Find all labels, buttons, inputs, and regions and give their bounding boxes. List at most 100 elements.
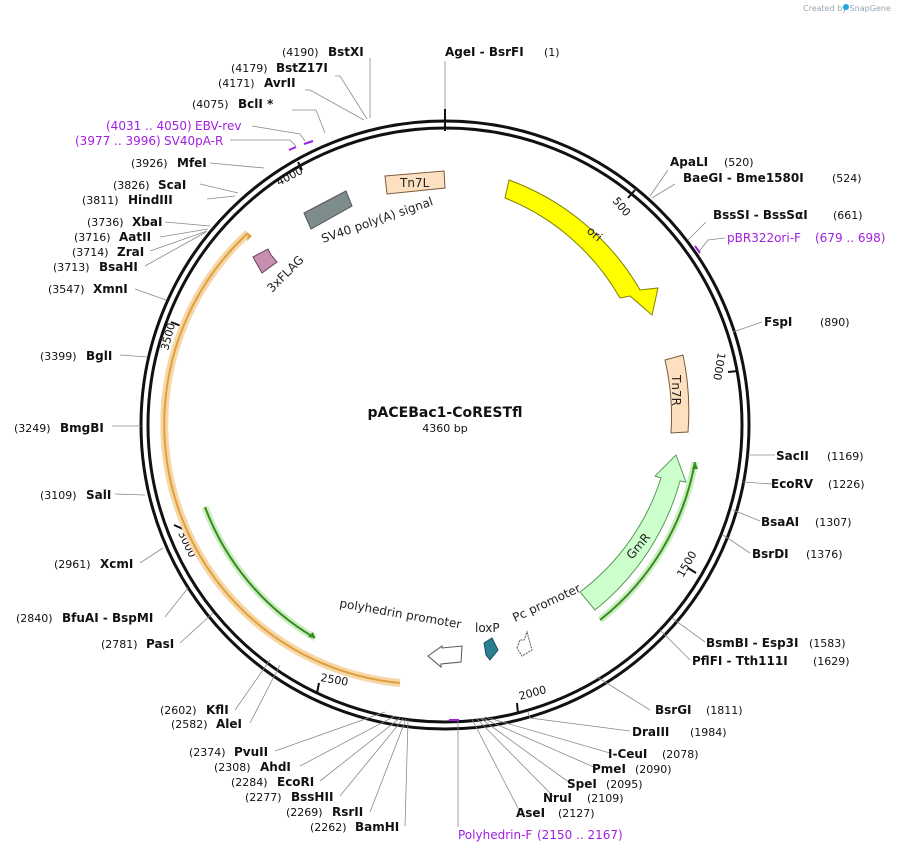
enzyme-position: (3714) xyxy=(72,246,109,259)
enzyme-position: (2284) xyxy=(231,776,268,789)
enzyme-label[interactable]: BclI * xyxy=(238,97,274,111)
enzyme-label[interactable]: BsaHI xyxy=(99,260,138,274)
feature-polyhedrin-promoter[interactable]: polyhedrin promoter xyxy=(338,596,463,669)
enzyme-position: (3826) xyxy=(113,179,150,192)
feature-tn7r[interactable]: Tn7R xyxy=(664,354,690,434)
feature-pc-promoter[interactable]: Pc promoter xyxy=(510,581,583,657)
enzyme-position: (3716) xyxy=(74,231,111,244)
feature-sv40-polya[interactable]: SV40 poly(A) signal xyxy=(303,190,435,246)
enzyme-label[interactable]: PasI xyxy=(146,637,174,651)
enzyme-position: (2961) xyxy=(54,558,91,571)
enzyme-label[interactable]: BmgBI xyxy=(60,421,104,435)
enzyme-label[interactable]: ZraI xyxy=(117,245,144,259)
primer-position: (3977 .. 3996) xyxy=(75,134,161,148)
primer-label[interactable]: EBV-rev xyxy=(195,119,241,133)
enzyme-label[interactable]: XcmI xyxy=(100,557,133,571)
enzyme-label[interactable]: AatII xyxy=(119,230,151,244)
enzyme-label[interactable]: BsmBI - Esp3I xyxy=(706,636,798,650)
enzyme-label[interactable]: XmnI xyxy=(93,282,128,296)
enzyme-label[interactable]: BfuAI - BspMI xyxy=(62,611,153,625)
enzyme-position: (1) xyxy=(544,46,560,59)
enzyme-label[interactable]: PflFI - Tth111I xyxy=(692,654,788,668)
enzyme-label[interactable]: KflI xyxy=(206,703,229,717)
enzyme-label[interactable]: BsaAI xyxy=(761,515,799,529)
enzyme-label[interactable]: AleI xyxy=(216,717,242,731)
feature-3xflag[interactable]: 3xFLAG xyxy=(252,248,307,295)
primer-label[interactable]: pBR322ori-F xyxy=(727,231,801,245)
primer-label[interactable]: Polyhedrin-F xyxy=(458,828,532,842)
enzyme-position: (2090) xyxy=(635,763,672,776)
tick-label: 1500 xyxy=(674,549,699,580)
enzyme-label[interactable]: BstXI xyxy=(328,45,364,59)
orange-arc-line xyxy=(163,232,401,684)
enzyme-label[interactable]: ApaLI xyxy=(670,155,708,169)
enzyme-label[interactable]: SalI xyxy=(86,488,111,502)
enzyme-position: (3109) xyxy=(40,489,77,502)
enzyme-label[interactable]: BaeGI - Bme1580I xyxy=(683,171,804,185)
enzyme-label[interactable]: BssSI - BssSαI xyxy=(713,208,808,222)
enzyme-position: (1226) xyxy=(828,478,865,491)
enzyme-label[interactable]: MfeI xyxy=(177,156,207,170)
plasmid-name: pACEBac1-CoRESTfl xyxy=(368,405,523,421)
backbone xyxy=(139,109,751,731)
enzyme-label[interactable]: XbaI xyxy=(132,215,162,229)
enzyme-label[interactable]: SpeI xyxy=(567,777,597,791)
enzyme-position: (4171) xyxy=(218,77,255,90)
enzyme-position: (524) xyxy=(832,172,862,185)
primer-label[interactable]: SV40pA-R xyxy=(164,134,223,148)
enzyme-label[interactable]: BamHI xyxy=(355,820,399,834)
green-arrowhead-left xyxy=(308,632,315,638)
enzyme-label[interactable]: FspI xyxy=(764,315,792,329)
enzyme-position: (2582) xyxy=(171,718,208,731)
primer-mark xyxy=(303,140,314,145)
enzyme-label[interactable]: BstZ17I xyxy=(276,61,328,75)
feature-loxp[interactable]: loxP xyxy=(475,621,500,661)
enzyme-position: (3811) xyxy=(82,194,119,207)
primer-position: (679 .. 698) xyxy=(815,231,885,245)
feature-label: polyhedrin promoter xyxy=(338,596,462,631)
enzyme-label[interactable]: EcoRV xyxy=(771,477,814,491)
enzyme-label[interactable]: DraIII xyxy=(632,725,669,739)
enzyme-position: (3926) xyxy=(131,157,168,170)
plasmid-length: 4360 bp xyxy=(422,422,467,435)
enzyme-label[interactable]: AhdI xyxy=(260,760,291,774)
feature-ori[interactable]: ori xyxy=(504,179,659,316)
enzyme-position: (2262) xyxy=(310,821,347,834)
enzyme-label[interactable]: BsrDI xyxy=(752,547,789,561)
enzyme-label[interactable]: PmeI xyxy=(592,762,626,776)
tick-label: 2000 xyxy=(517,683,547,703)
enzyme-position: (3399) xyxy=(40,350,77,363)
enzyme-label[interactable]: AgeI - BsrFI xyxy=(445,45,524,59)
enzyme-position: (2127) xyxy=(558,807,595,820)
enzyme-label[interactable]: RsrII xyxy=(332,805,363,819)
enzyme-label[interactable]: BglI xyxy=(86,349,112,363)
enzyme-label[interactable]: NruI xyxy=(543,791,572,805)
enzyme-label[interactable]: SacII xyxy=(776,449,809,463)
enzyme-position: (1376) xyxy=(806,548,843,561)
enzyme-position: (2109) xyxy=(587,792,624,805)
enzyme-position: (1629) xyxy=(813,655,850,668)
enzyme-position: (4075) xyxy=(192,98,229,111)
enzyme-position: (2277) xyxy=(245,791,282,804)
tick-label: 1000 xyxy=(710,351,728,381)
feature-tn7l[interactable]: Tn7L xyxy=(384,170,446,195)
enzyme-label[interactable]: PvuII xyxy=(234,745,268,759)
enzyme-label[interactable]: BssHII xyxy=(291,790,333,804)
enzyme-position: (661) xyxy=(833,209,863,222)
orange-arrowhead xyxy=(247,233,252,241)
enzyme-label[interactable]: BsrGI xyxy=(655,703,692,717)
enzyme-label[interactable]: HindIII xyxy=(128,193,173,207)
enzyme-label[interactable]: EcoRI xyxy=(277,775,314,789)
enzyme-label[interactable]: AseI xyxy=(516,806,545,820)
enzyme-label[interactable]: I-CeuI xyxy=(608,747,647,761)
enzyme-position: (3713) xyxy=(53,261,90,274)
enzyme-position: (2095) xyxy=(606,778,643,791)
enzyme-label[interactable]: AvrII xyxy=(264,76,296,90)
enzyme-position: (2374) xyxy=(189,746,226,759)
enzyme-position: (1984) xyxy=(690,726,727,739)
snapgene-logo-icon xyxy=(843,4,849,10)
enzyme-position: (890) xyxy=(820,316,850,329)
enzyme-position: (2840) xyxy=(16,612,53,625)
enzyme-label[interactable]: ScaI xyxy=(158,178,186,192)
enzyme-position: (2602) xyxy=(160,704,197,717)
